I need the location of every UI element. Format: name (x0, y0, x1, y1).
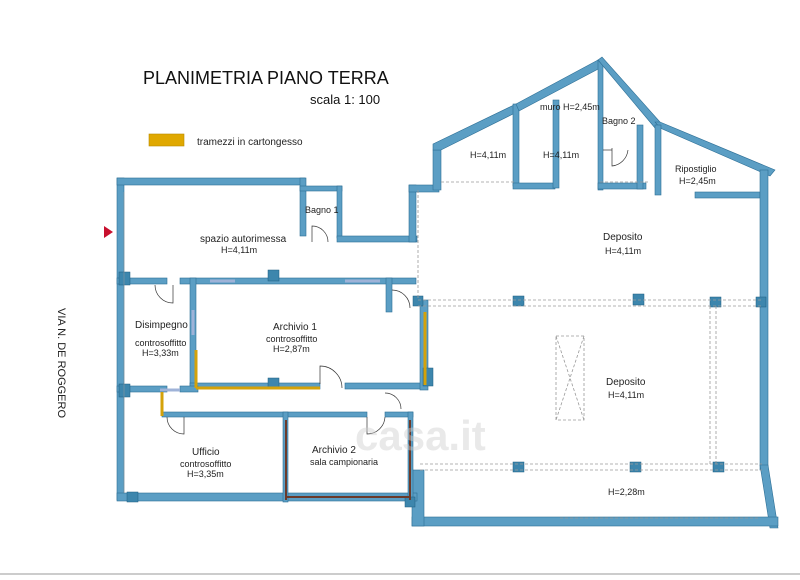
room-uppermid-height: H=4,11m (543, 150, 579, 160)
room-bath2-name: Bagno 2 (602, 116, 636, 126)
room-disimpegno-height: H=3,33m (142, 348, 179, 358)
room-ufficio-height: H=3,35m (187, 469, 224, 479)
windows (160, 279, 380, 392)
room-bath1-name: Bagno 1 (305, 205, 339, 215)
room-deposito1-name: Deposito (603, 232, 643, 243)
room-deposito2-name: Deposito (606, 377, 646, 388)
room-labels: spazio autorimessa H=4,11m Bagno 1 Disim… (135, 102, 717, 497)
room-ufficio-note: controsoffitto (180, 459, 231, 469)
legend-swatch (148, 133, 185, 147)
room-archivio2-note: sala campionaria (310, 457, 378, 467)
archivio2-frame (285, 420, 411, 500)
doors (154, 148, 629, 435)
wall-muro-label: muro H=2,45m (540, 102, 600, 112)
room-lower-height: H=2,28m (608, 487, 645, 497)
street-label: VIA N. DE ROGGERO (55, 308, 67, 418)
plan-scale: scala 1: 100 (310, 92, 380, 107)
room-archivio1-note: controsoffitto (266, 334, 317, 344)
plan-title: PLANIMETRIA PIANO TERRA (143, 68, 389, 88)
room-deposito2-height: H=4,11m (608, 390, 644, 400)
room-ripostiglio-name: Ripostiglio (675, 164, 717, 174)
room-garage-height: H=4,11m (221, 245, 257, 255)
legend-label: tramezzi in cartongesso (197, 137, 303, 148)
room-disimpegno-note: controsoffitto (135, 338, 186, 348)
room-garage-name: spazio autorimessa (200, 234, 287, 245)
room-disimpegno-name: Disimpegno (135, 320, 188, 331)
room-archivio1-height: H=2,87m (273, 344, 310, 354)
room-ripostiglio-height: H=2,45m (679, 176, 716, 186)
room-deposito1-height: H=4,11m (605, 246, 641, 256)
outer-walls (116, 56, 779, 529)
columns (118, 269, 767, 508)
room-archivio2-name: Archivio 2 (312, 445, 356, 456)
room-ufficio-name: Ufficio (192, 447, 220, 458)
entrance-arrow-icon (104, 226, 113, 238)
dashed-lines (417, 181, 762, 519)
plasterboard-partitions (160, 312, 427, 416)
room-upperleft-height: H=4,11m (470, 150, 506, 160)
room-archivio1-name: Archivio 1 (273, 322, 317, 333)
watermark-logo: casa.it (355, 412, 486, 459)
